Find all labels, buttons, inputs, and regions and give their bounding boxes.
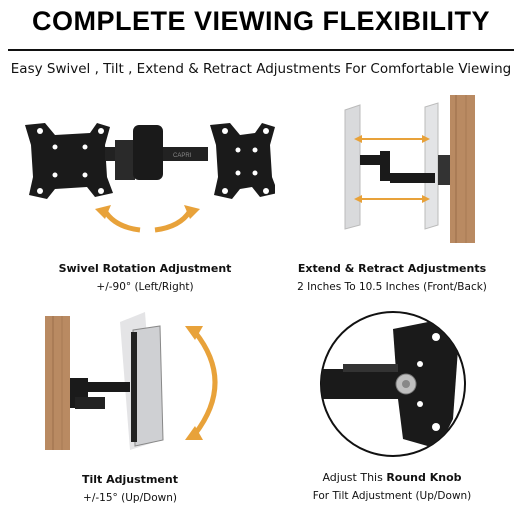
tilt-caption: Tilt Adjustment +/-15° (Up/Down) [0, 473, 260, 504]
knob-line1-bold: Round Knob [386, 471, 462, 484]
swivel-left-arrow-icon [102, 209, 141, 233]
knob-line1-prefix: Adjust This [322, 471, 387, 484]
swivel-detail: +/-90° (Left/Right) [96, 281, 194, 293]
knob-closeup-image [320, 311, 466, 457]
right-vesa-plate [210, 123, 275, 199]
tilt-detail: +/-15° (Up/Down) [83, 492, 177, 504]
knob-line2: For Tilt Adjustment (Up/Down) [312, 490, 472, 502]
swivel-right-arrow-icon [154, 209, 193, 233]
extend-caption: Extend & Retract Adjustments 2 Inches To… [262, 262, 522, 293]
page-title: COMPLETE VIEWING FLEXIBILITY [31, 6, 490, 36]
brand-mark: CAPRI [173, 153, 192, 159]
tilt-heading: Tilt Adjustment [82, 473, 178, 486]
extend-heading: Extend & Retract Adjustments [297, 262, 487, 275]
tilt-image [45, 312, 218, 450]
swivel-heading: Swivel Rotation Adjustment [58, 262, 232, 275]
swivel-mount-image: CAPRI [25, 123, 275, 233]
page-subtitle: Easy Swivel , Tilt , Extend & Retract Ad… [10, 61, 512, 77]
knob-caption: Adjust This Round Knob For Tilt Adjustme… [262, 471, 522, 502]
extend-retract-image [344, 95, 475, 243]
tilt-arc-arrow-icon [193, 330, 218, 436]
title-divider [8, 49, 514, 51]
left-vesa-plate [25, 123, 113, 199]
swivel-caption: Swivel Rotation Adjustment +/-90° (Left/… [15, 262, 275, 293]
extend-detail: 2 Inches To 10.5 Inches (Front/Back) [297, 281, 487, 293]
